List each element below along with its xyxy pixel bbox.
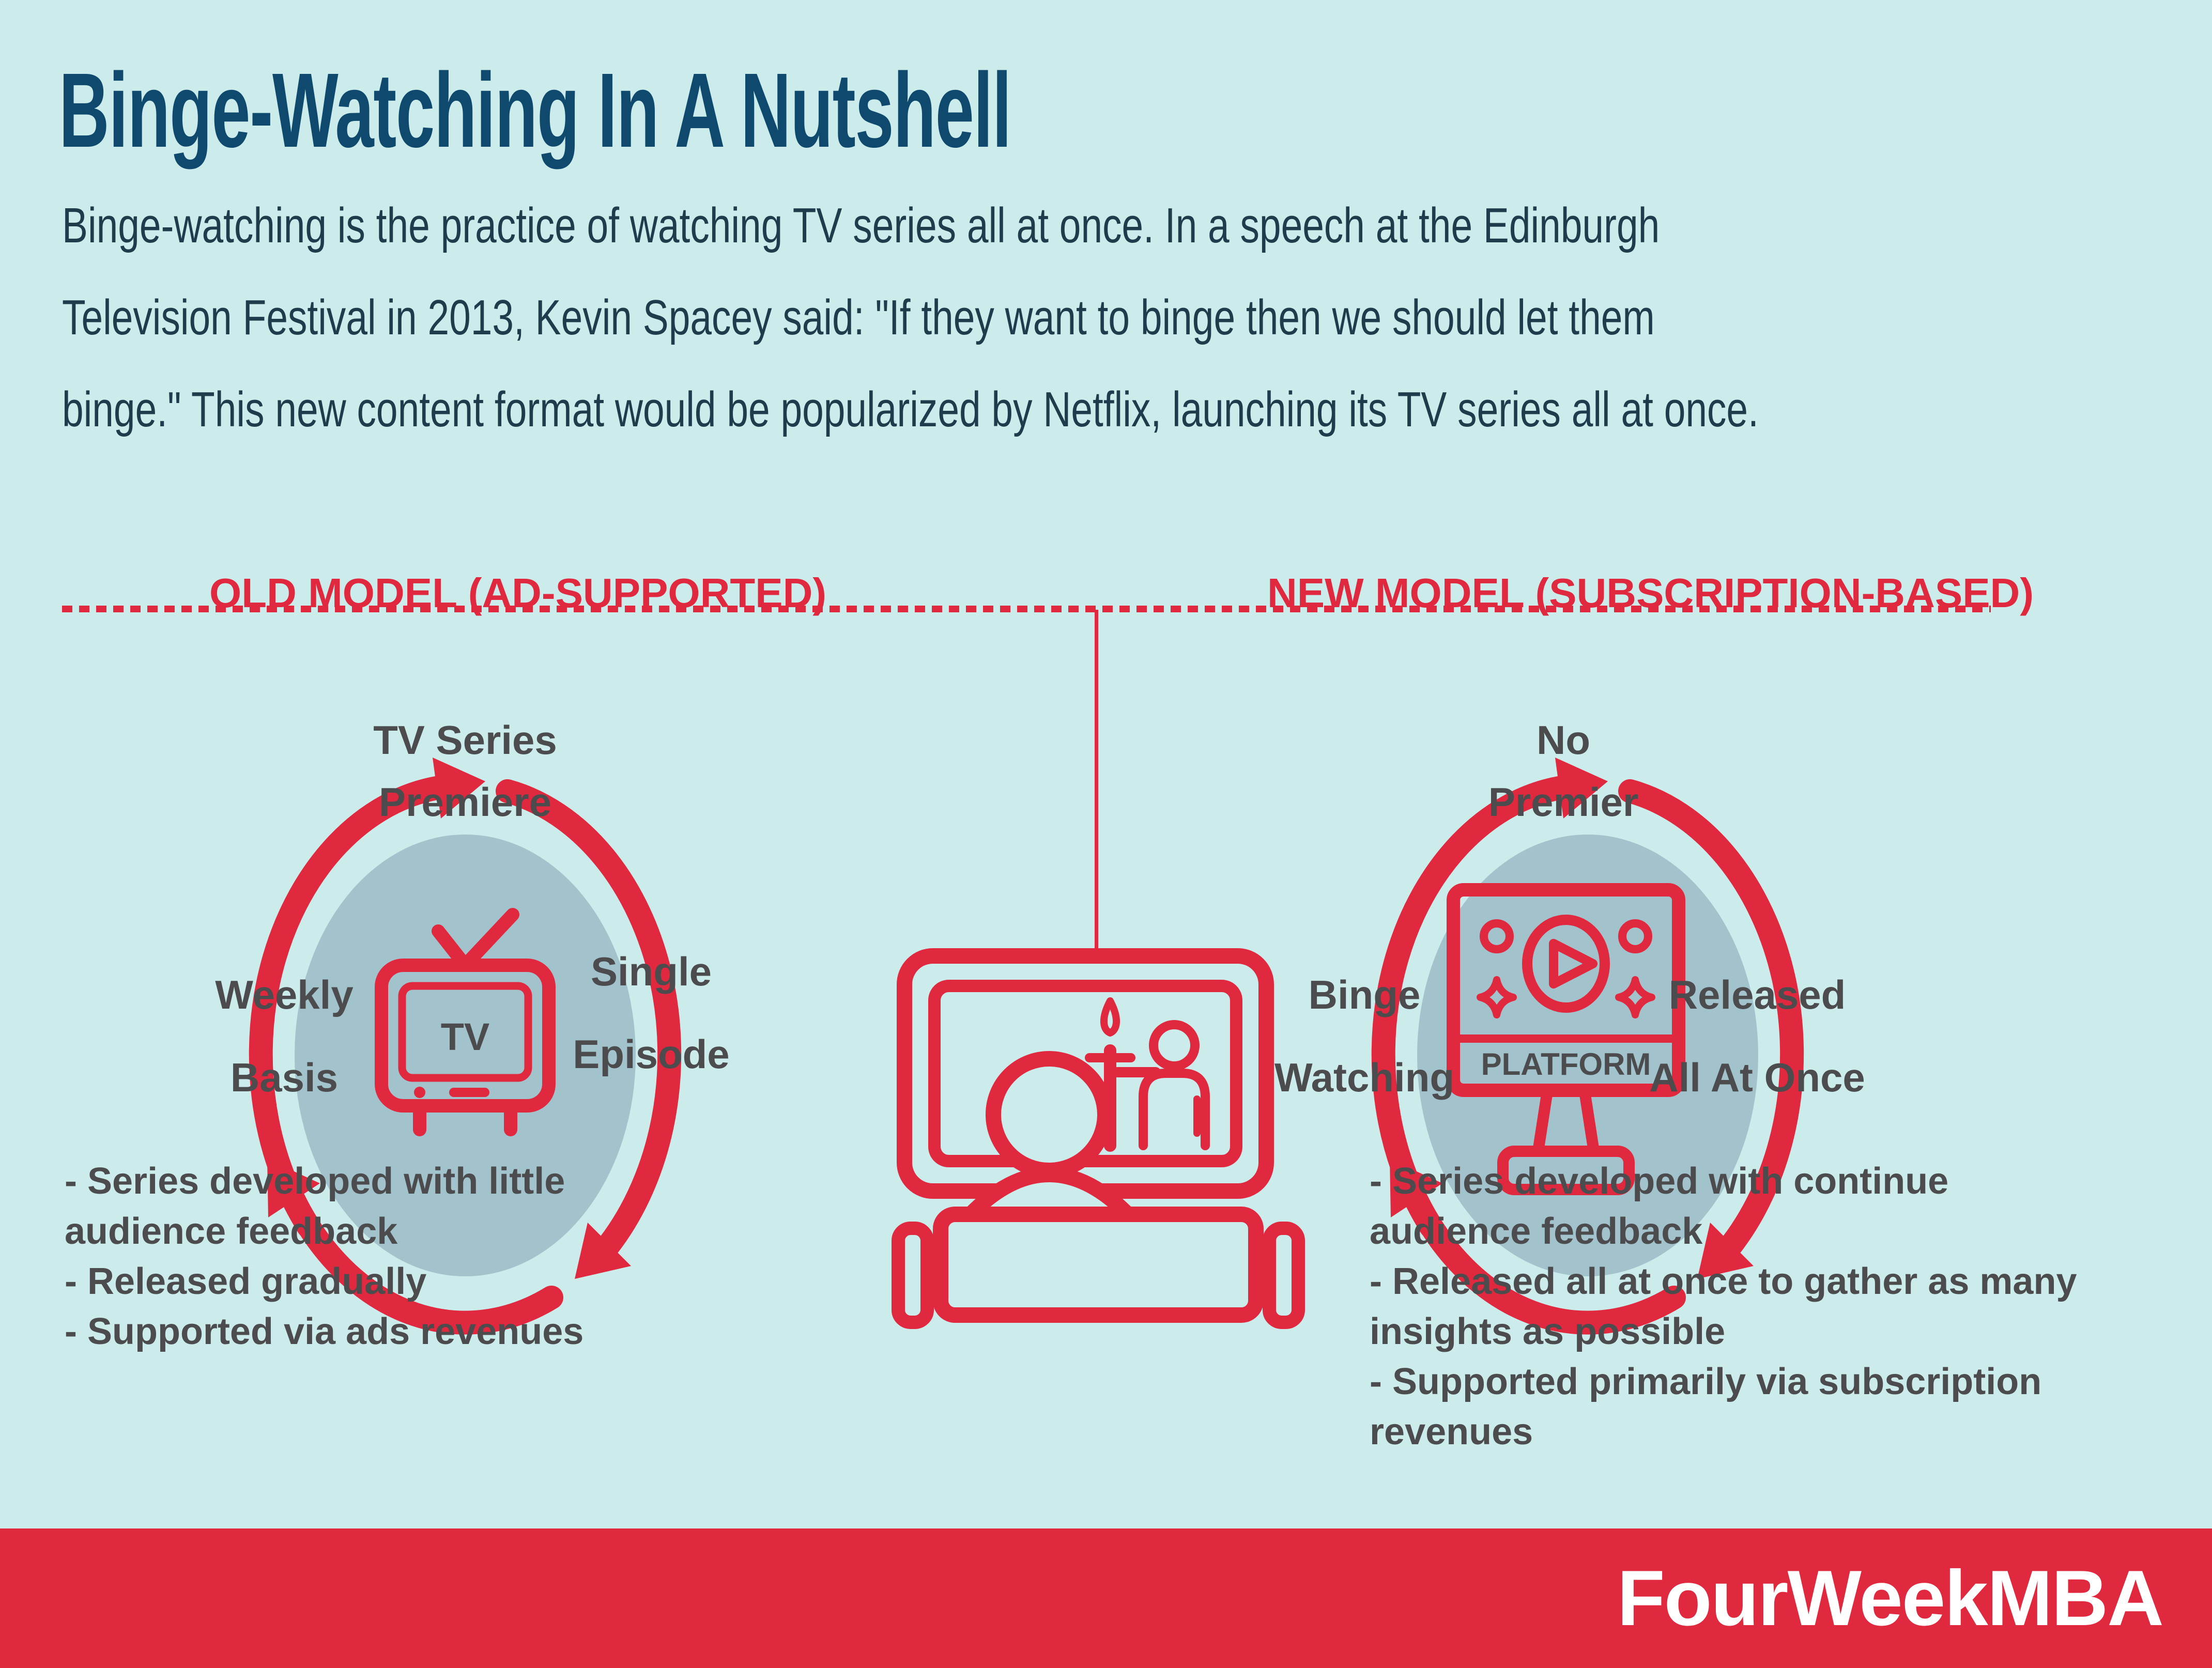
binge-viewer-icon	[892, 948, 1305, 1329]
intro-paragraph: Binge-watching is the practice of watchi…	[62, 180, 1759, 456]
brand-logo: FourWeekMBA	[1617, 1554, 2164, 1642]
intro-line: binge." This new content format would be…	[62, 382, 1759, 437]
bullet-item: - Supported via ads revenues	[65, 1311, 584, 1352]
old-cycle-top-label: TV Series Premiere	[373, 717, 557, 825]
tv-icon: TV	[375, 908, 556, 1136]
footer-bar: FourWeekMBA	[0, 1528, 2212, 1668]
horizontal-dashed-divider	[62, 606, 1991, 612]
page-title: Binge-Watching In A Nutshell	[59, 51, 1011, 169]
streaming-platform-icon: PLATFORM	[1447, 883, 1685, 1195]
intro-line: Television Festival in 2013, Kevin Space…	[62, 290, 1655, 345]
new-cycle-top-label: No Premier	[1488, 717, 1639, 825]
bullet-item: - Supported primarily via subscription r…	[1370, 1361, 2042, 1453]
old-model-circle-bg	[295, 835, 636, 1276]
old-cycle-right-label: Single Episode	[573, 949, 730, 1077]
bullet-item: - Released all at once to gather as many…	[1370, 1261, 2077, 1352]
vertical-divider	[1095, 610, 1098, 951]
new-cycle-left-label: Binge Watching	[1274, 972, 1455, 1100]
platform-screen-label: PLATFORM	[1481, 1047, 1651, 1082]
cycle-arrows-icon	[249, 758, 682, 1335]
cycle-arrows-icon	[1371, 758, 1804, 1335]
old-cycle-left-label: Weekly Basis	[215, 972, 354, 1100]
new-cycle-right-label: Released All At Once	[1649, 972, 1865, 1100]
bullet-item: - Series developed with little audience …	[65, 1161, 565, 1252]
bullet-item: - Released gradually	[65, 1261, 427, 1302]
bullet-item: - Series developed with continue audienc…	[1370, 1161, 1949, 1252]
new-model-bullet-list: - Series developed with continue audienc…	[1370, 1156, 2093, 1457]
intro-line: Binge-watching is the practice of watchi…	[62, 198, 1660, 253]
old-model-bullet-list: - Series developed with little audience …	[65, 1156, 695, 1357]
tv-screen-label: TV	[441, 1015, 490, 1058]
new-model-circle-bg	[1417, 835, 1758, 1276]
